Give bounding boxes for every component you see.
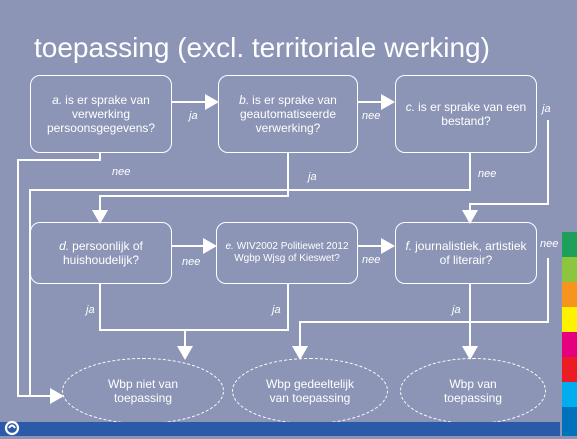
label-nee-e-f: nee (362, 254, 381, 266)
outcome-partly-applicable-text: Wbp gedeeltelijk van toepassing (265, 377, 355, 405)
label-nee-d-e: nee (182, 256, 201, 268)
question-f-text: journalistiek, artistiek of literair? (415, 239, 527, 267)
color-stripe-1 (562, 232, 577, 257)
question-b-box: b.is er sprake van geautomatiseerde verw… (218, 75, 358, 153)
color-stripe-4 (562, 307, 577, 332)
outcome-not-applicable-text: Wbp niet van toepassing (107, 377, 179, 405)
outcome-partly-applicable: Wbp gedeeltelijk van toepassing (232, 358, 388, 424)
label-ja-e: ja (272, 304, 281, 316)
question-f-letter: f. (405, 239, 413, 253)
question-a-box: a.is er sprake van verwerking persoonsge… (30, 75, 172, 153)
footer-bar (0, 422, 560, 436)
question-f-box: f.journalistiek, artistiek of literair? (395, 222, 537, 284)
outcome-not-applicable: Wbp niet van toepassing (62, 358, 224, 424)
label-nee-a: nee (112, 166, 131, 178)
label-nee-f: nee (540, 238, 559, 250)
label-ja-d: ja (86, 304, 95, 316)
label-ja-c: ja (542, 103, 551, 115)
question-a-letter: a. (52, 93, 63, 107)
label-ja-b: ja (308, 171, 317, 183)
slide-title: toepassing (excl. territoriale werking) (34, 32, 490, 63)
question-e-box: e.WIV2002 Politiewet 2012 Wgbp Wjsg of K… (216, 222, 358, 284)
label-nee-c: nee (478, 168, 497, 180)
label-ja-a-b: ja (189, 110, 198, 122)
color-stripe-2 (562, 257, 577, 282)
brand-logo-icon (4, 420, 20, 436)
color-stripe-3 (562, 282, 577, 307)
outcome-applicable-text: Wbp van toepassing (443, 377, 503, 405)
label-ja-f: ja (452, 304, 461, 316)
question-d-text: persoonlijk of huishoudelijk? (62, 239, 143, 267)
question-b-letter: b. (239, 93, 250, 107)
outcome-applicable: Wbp van toepassing (400, 358, 546, 424)
color-stripe-7 (562, 382, 577, 407)
question-e-letter: e. (225, 241, 234, 252)
label-nee-b-c: nee (362, 110, 381, 122)
question-c-letter: c. (405, 100, 416, 114)
question-a-text: is er sprake van verwerking persoonsgege… (46, 93, 156, 135)
color-stripe-5 (562, 332, 577, 357)
color-stripe-6 (562, 357, 577, 382)
question-e-text: WIV2002 Politiewet 2012 Wgbp Wjsg of Kie… (234, 241, 349, 264)
question-d-box: d.persoonlijk of huishoudelijk? (30, 222, 172, 284)
color-stripe-8 (562, 407, 577, 436)
question-c-text: is er sprake van een bestand? (418, 100, 527, 128)
question-d-letter: d. (59, 239, 70, 253)
question-b-text: is er sprake van geautomatiseerde verwer… (239, 93, 337, 135)
question-c-box: c.is er sprake van een bestand? (395, 75, 537, 153)
